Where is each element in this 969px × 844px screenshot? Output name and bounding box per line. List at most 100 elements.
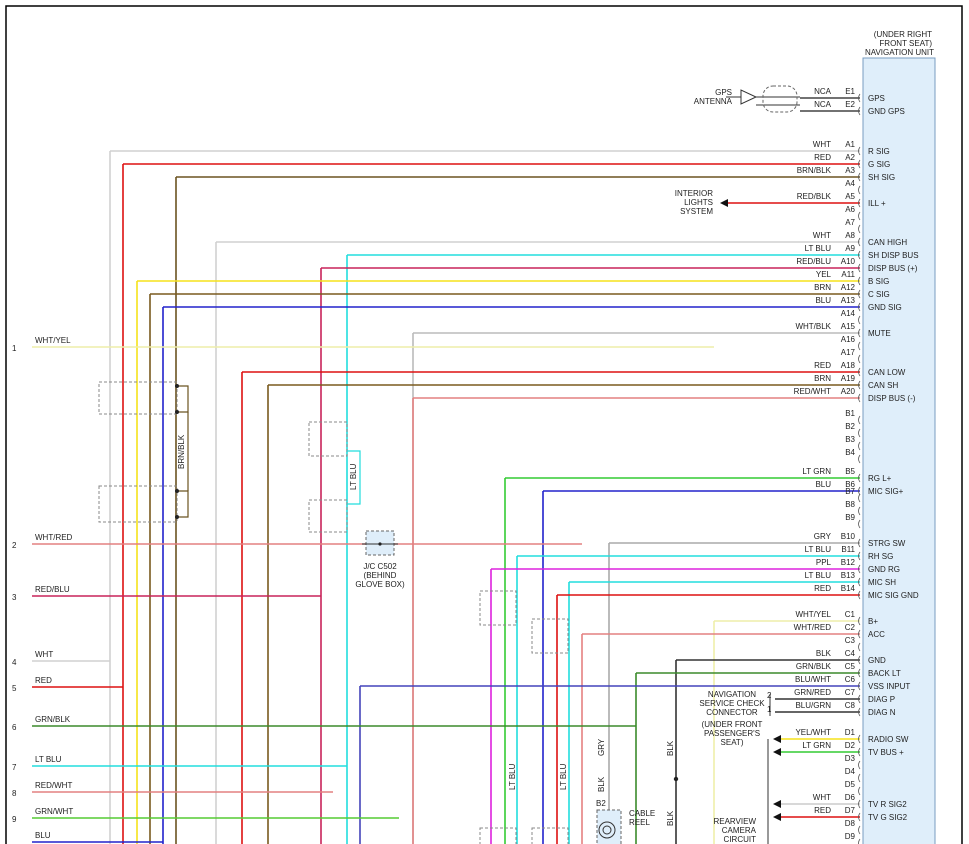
pin-terminal xyxy=(858,642,861,652)
wire-color-label: RED xyxy=(814,153,831,162)
pin-terminal xyxy=(858,393,861,403)
pin-terminal xyxy=(858,838,861,844)
connector-mid xyxy=(479,590,569,844)
pin-terminal xyxy=(858,263,861,273)
circuit-wire-label: RED/WHT xyxy=(35,781,72,790)
circuit-number: 8 xyxy=(12,789,17,798)
pin-number: B14 xyxy=(841,584,856,593)
b2-label: B2 xyxy=(596,799,606,808)
diagram-frame xyxy=(5,5,963,844)
blk-vertical-label-3: BLK xyxy=(666,810,675,826)
pin-function: MUTE xyxy=(868,329,891,338)
wire-color-label: BLU/GRN xyxy=(795,701,831,710)
circuit-number: 1 xyxy=(12,344,17,353)
pin-terminal xyxy=(858,172,861,182)
jc-label-1: J/C C502 xyxy=(363,562,397,571)
pin-function: GND RG xyxy=(868,565,900,574)
pin-number: A14 xyxy=(841,309,856,318)
circuit-number: 4 xyxy=(12,658,17,667)
ground-splice xyxy=(673,776,679,782)
wire-color-label: BRN xyxy=(814,374,831,383)
pin-function: DISP BUS (+) xyxy=(868,264,918,273)
wire-color-label: YEL/WHT xyxy=(795,728,831,737)
arrow-left-icon xyxy=(773,800,781,808)
pin-terminal xyxy=(858,276,861,286)
pin-terminal xyxy=(858,564,861,574)
pin-terminal xyxy=(858,825,861,835)
blk-vertical-label-1: BLK xyxy=(597,776,606,792)
pin-function: CAN HIGH xyxy=(868,238,907,247)
circuit-number: 3 xyxy=(12,593,17,602)
wire-color-label: RED xyxy=(814,361,831,370)
pin-function: DIAG P xyxy=(868,695,895,704)
rearview-label-1: REARVIEW xyxy=(713,817,756,826)
nav-check-label-6: SEAT) xyxy=(721,738,744,747)
pin-terminal xyxy=(858,380,861,390)
pin-function: GND xyxy=(868,656,886,665)
pin-terminal xyxy=(858,799,861,809)
pin-function: GND SIG xyxy=(868,303,902,312)
circuit-wire-label: RED/BLU xyxy=(35,585,70,594)
pin-function: R SIG xyxy=(868,147,890,156)
pin-function: TV G SIG2 xyxy=(868,813,908,822)
pin-terminal xyxy=(858,747,861,757)
pin-terminal xyxy=(858,668,861,678)
wire-color-label: LT BLU xyxy=(805,244,832,253)
pin-terminal xyxy=(858,354,861,364)
pin-terminal xyxy=(858,224,861,234)
pin-function: RG L+ xyxy=(868,474,892,483)
pin-number: D5 xyxy=(845,780,856,789)
pin-terminal xyxy=(858,629,861,639)
pin-number: D7 xyxy=(845,806,856,815)
pin-number: B11 xyxy=(841,545,855,554)
pin-number: D6 xyxy=(845,793,856,802)
pin-terminal xyxy=(858,198,861,208)
pin-function: ACC xyxy=(868,630,885,639)
gps-label-2: ANTENNA xyxy=(694,97,733,106)
wire-color-label: BRN/BLK xyxy=(797,166,832,175)
pin-number: A1 xyxy=(845,140,855,149)
circuit-wire-label: GRN/BLK xyxy=(35,715,71,724)
lt-blu-vertical-a: LT BLU xyxy=(349,463,358,490)
circuit-wire-label: LT BLU xyxy=(35,755,62,764)
arrow-left-icon xyxy=(773,735,781,743)
pin-terminal xyxy=(858,106,861,116)
wire-layer xyxy=(32,97,860,844)
wire-color-label: BLU xyxy=(815,480,831,489)
pin-number: A3 xyxy=(845,166,855,175)
pin-terminal xyxy=(858,441,861,451)
interior-lights-label-3: SYSTEM xyxy=(680,207,713,216)
wire-color-label: WHT xyxy=(813,231,831,240)
nav-unit-header-3: NAVIGATION UNIT xyxy=(865,48,934,57)
jc-c502-icon xyxy=(362,530,398,556)
pin-number: A2 xyxy=(845,153,855,162)
connector-brn-blk xyxy=(98,381,178,523)
pin-function: CAN LOW xyxy=(868,368,906,377)
circuit-wire-label: BLU xyxy=(35,831,51,840)
cable-reel-label-1: CABLE xyxy=(629,809,655,818)
wire-color-label: WHT/BLK xyxy=(795,322,831,331)
wire-color-label: WHT xyxy=(813,140,831,149)
circuit-wire-label: WHT/RED xyxy=(35,533,73,542)
pin-terminal xyxy=(858,506,861,516)
pin-terminal xyxy=(858,237,861,247)
pin-function: RADIO SW xyxy=(868,735,909,744)
c7-pin-number: 2 xyxy=(767,691,772,700)
pin-terminal xyxy=(858,146,861,156)
pin-function: G SIG xyxy=(868,160,890,169)
pin-function: GPS xyxy=(868,94,885,103)
pin-terminal xyxy=(858,812,861,822)
navigation-unit-box xyxy=(862,57,936,844)
pin-number: A16 xyxy=(841,335,856,344)
pin-terminal xyxy=(858,590,861,600)
arrow-left-icon xyxy=(720,199,728,207)
pin-terminal xyxy=(858,519,861,529)
pin-number: B10 xyxy=(841,532,856,541)
pin-number: A8 xyxy=(845,231,855,240)
lt-blu-vertical-b: LT BLU xyxy=(508,763,517,790)
wire-color-label: RED xyxy=(814,806,831,815)
wire-color-label: RED/BLU xyxy=(796,257,831,266)
pin-number: B4 xyxy=(845,448,855,457)
